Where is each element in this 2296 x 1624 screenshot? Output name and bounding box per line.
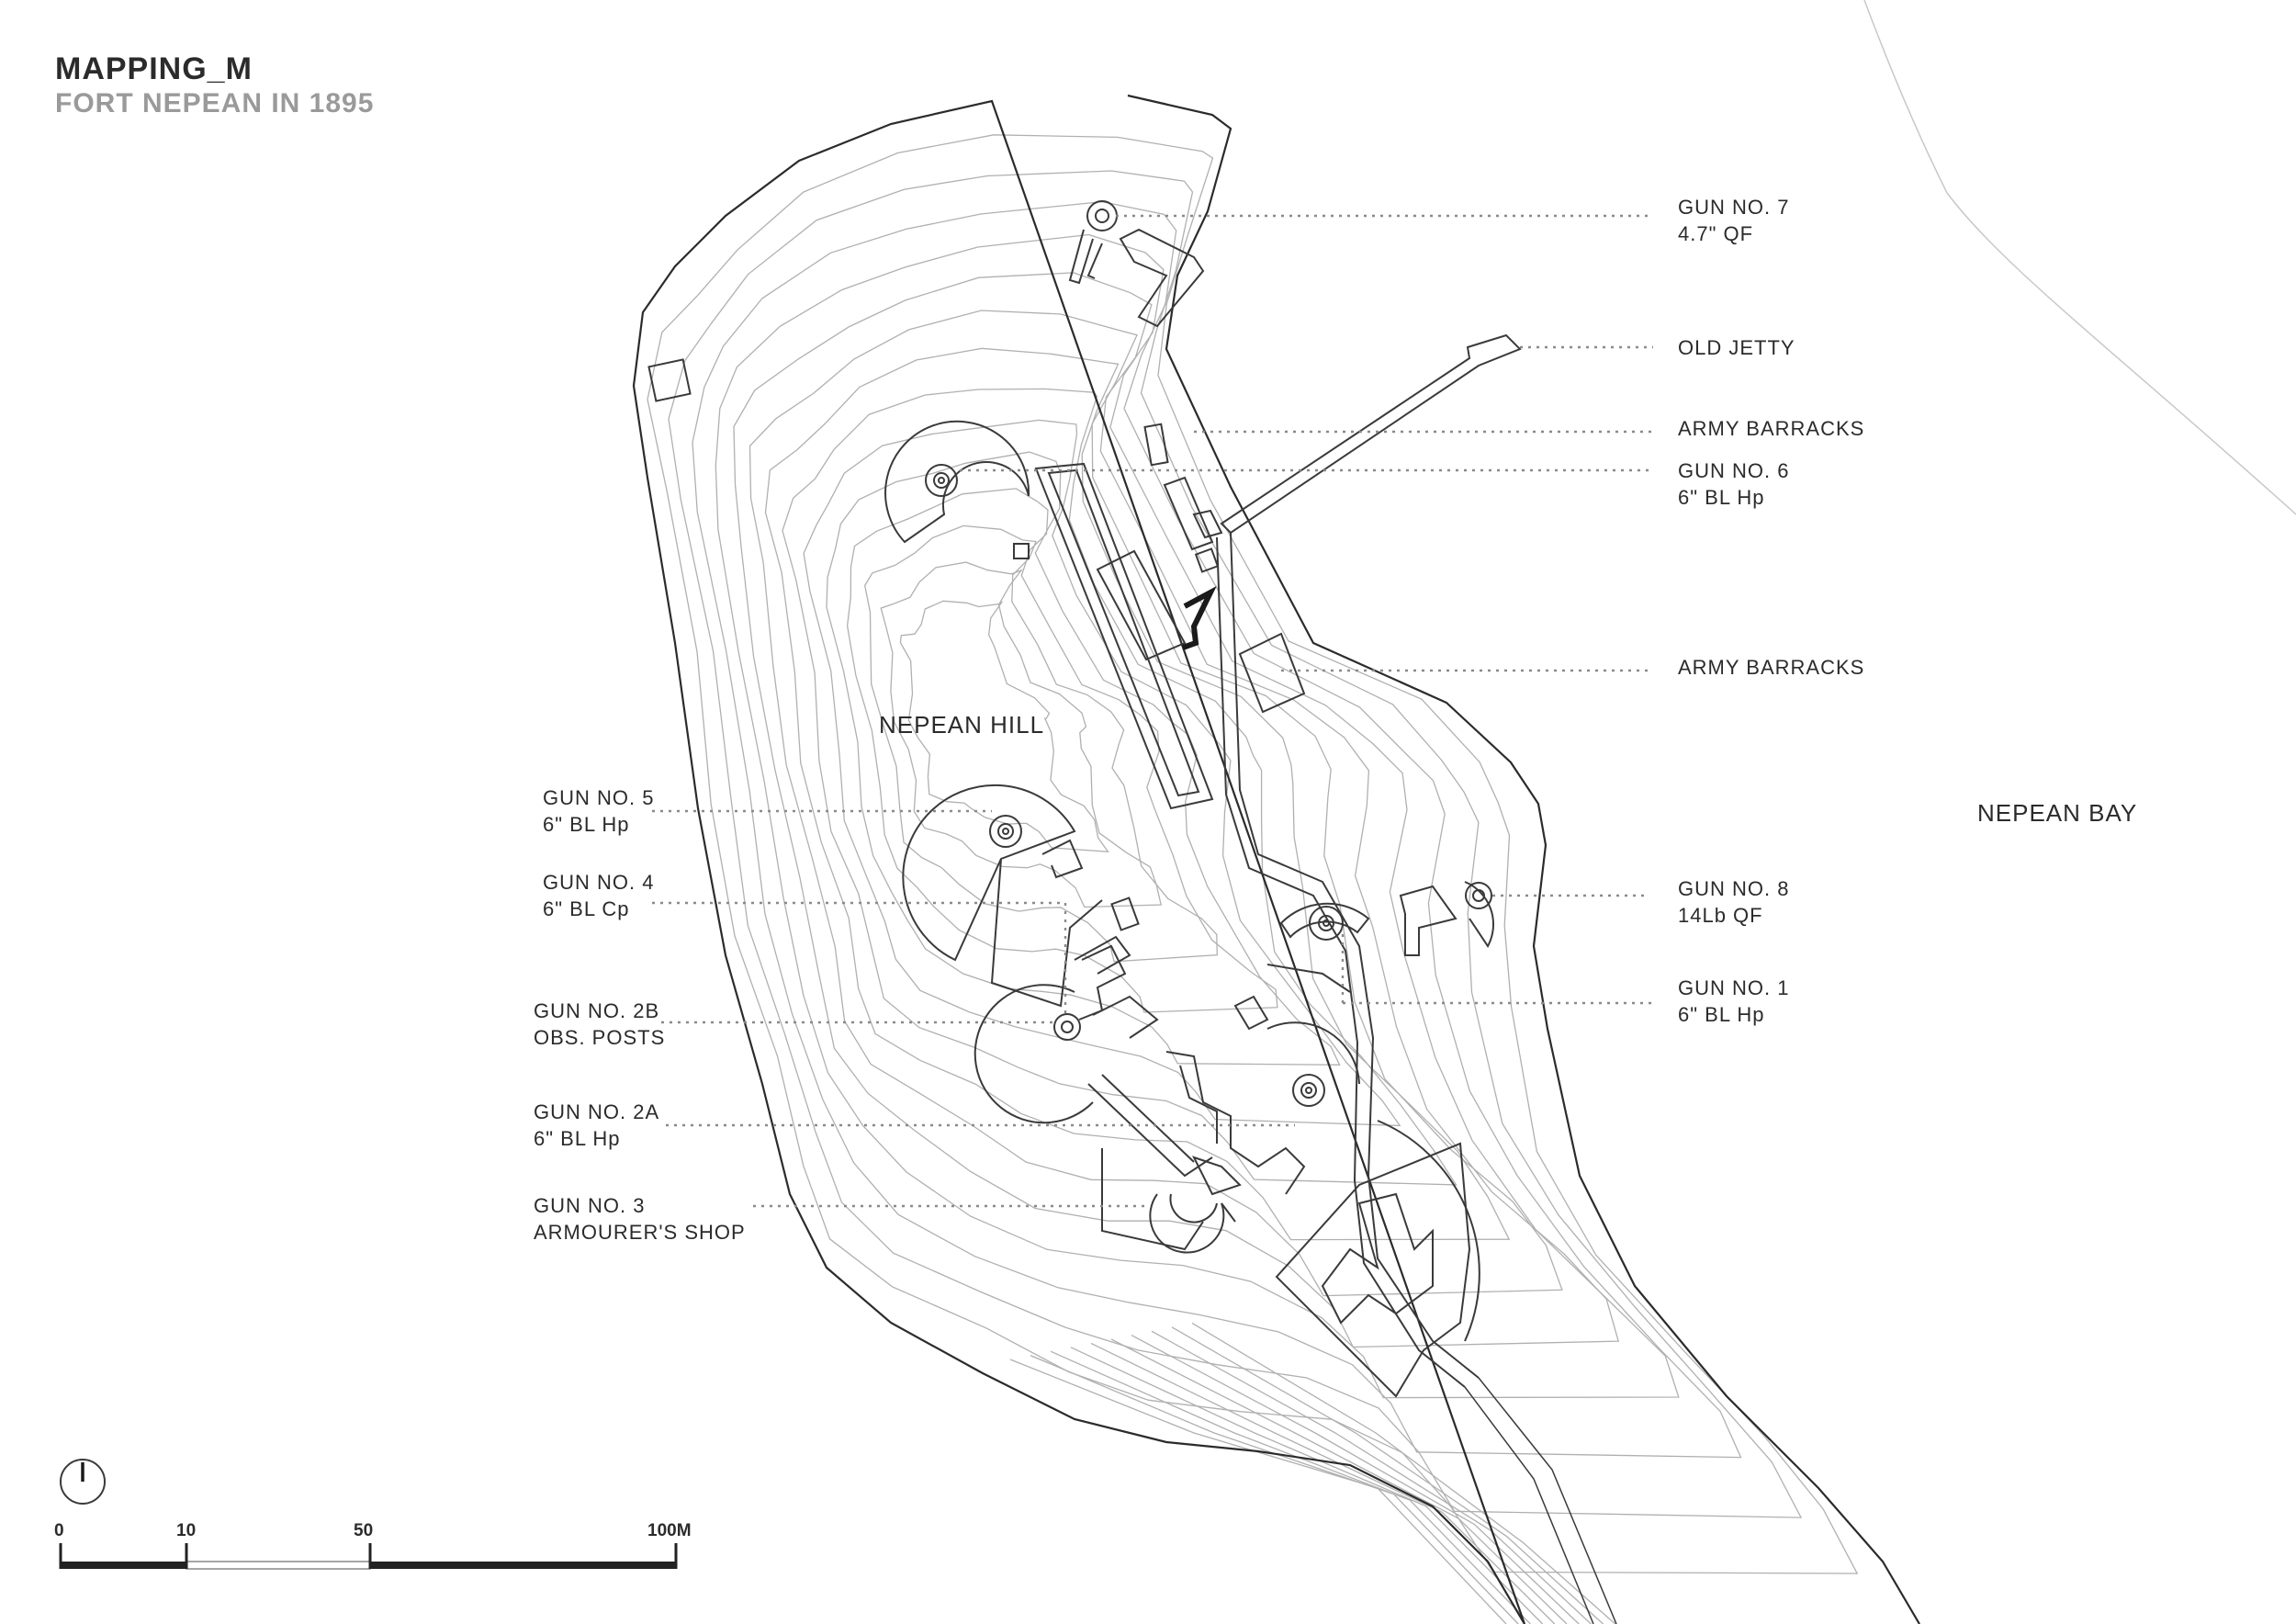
label-army-barracks-1-name: ARMY BARRACKS [1678, 417, 1865, 440]
label-army-barracks-2: ARMY BARRACKS [1678, 654, 1864, 681]
label-gun-5-name: GUN NO. 5 [543, 786, 655, 809]
label-gun-5: GUN NO. 5 6" BL Hp [543, 784, 654, 838]
label-gun-1-name: GUN NO. 1 [1678, 976, 1790, 999]
contour-line [1131, 1335, 1580, 1624]
label-old-jetty: OLD JETTY [1678, 334, 1795, 361]
label-gun-7-type: 4.7" QF [1678, 222, 1754, 245]
contour-line [846, 488, 1278, 1013]
contour-line [899, 600, 1109, 853]
label-gun-6-type: 6" BL Hp [1678, 486, 1765, 509]
contour-lines [647, 134, 1859, 1624]
place-nepean-hill: NEPEAN HILL [879, 711, 1045, 739]
label-gun-1-type: 6" BL Hp [1678, 1003, 1765, 1026]
label-gun-2b: GUN NO. 2B OBS. POSTS [534, 998, 665, 1051]
label-gun-2a-type: 6" BL Hp [534, 1127, 621, 1150]
label-gun-8: GUN NO. 8 14Lb QF [1678, 875, 1789, 929]
contour-line [764, 347, 1511, 1241]
map-subtitle: FORT NEPEAN IN 1895 [55, 88, 375, 118]
label-army-barracks-2-name: ARMY BARRACKS [1678, 656, 1865, 679]
contour-line [782, 388, 1458, 1186]
label-gun-7-name: GUN NO. 7 [1678, 196, 1790, 219]
far-coastline [1863, 0, 2296, 515]
scale-tick-10: 10 [176, 1521, 197, 1540]
island-outline [632, 94, 1920, 1624]
fort-structures [647, 200, 1617, 1624]
contour-line [1191, 1322, 1616, 1624]
contour-line [1070, 1347, 1544, 1624]
map-title: MAPPING_M [55, 51, 253, 86]
contour-line [1030, 1355, 1519, 1624]
contour-line [1110, 1338, 1568, 1624]
label-gun-8-type: 14Lb QF [1678, 904, 1763, 927]
contour-line [1151, 1330, 1592, 1624]
contour-line [748, 310, 1563, 1297]
label-gun-7: GUN NO. 7 4.7" QF [1678, 194, 1789, 247]
contour-line [692, 200, 1742, 1459]
label-gun-4-name: GUN NO. 4 [543, 871, 655, 894]
label-gun-6: GUN NO. 6 6" BL Hp [1678, 457, 1789, 511]
contour-line [733, 272, 1620, 1348]
contour-line [647, 134, 1859, 1574]
label-gun-2a-name: GUN NO. 2A [534, 1100, 660, 1123]
contour-line [1009, 1359, 1507, 1624]
label-gun-4-type: 6" BL Cp [543, 897, 630, 920]
contour-line [668, 170, 1803, 1518]
label-gun-2b-name: GUN NO. 2B [534, 999, 660, 1022]
label-gun-3-type: ARMOURER'S SHOP [534, 1221, 746, 1244]
label-old-jetty-name: OLD JETTY [1678, 336, 1795, 359]
label-gun-5-type: 6" BL Hp [543, 813, 630, 836]
label-gun-4: GUN NO. 4 6" BL Cp [543, 869, 654, 922]
label-gun-8-name: GUN NO. 8 [1678, 877, 1790, 900]
label-army-barracks-1: ARMY BARRACKS [1678, 415, 1864, 442]
contour-line [1171, 1326, 1604, 1624]
contour-line [1090, 1342, 1556, 1624]
label-gun-2a: GUN NO. 2A 6" BL Hp [534, 1099, 659, 1152]
scale-tick-0: 0 [54, 1521, 64, 1540]
label-gun-3-name: GUN NO. 3 [534, 1194, 646, 1217]
contour-line [880, 561, 1163, 908]
north-arrow-icon [60, 1459, 106, 1505]
contour-line [864, 524, 1218, 963]
contour-line [1050, 1350, 1531, 1624]
label-gun-6-name: GUN NO. 6 [1678, 459, 1790, 482]
contour-line [803, 419, 1401, 1127]
contour-line [826, 451, 1341, 1066]
scale-tick-100m: 100M [647, 1521, 692, 1540]
contour-line [715, 233, 1680, 1399]
leader-lines [652, 214, 1653, 1208]
scale-tick-50: 50 [354, 1521, 374, 1540]
label-gun-1: GUN NO. 1 6" BL Hp [1678, 975, 1789, 1028]
scale-bar [59, 1543, 678, 1570]
label-gun-3: GUN NO. 3 ARMOURER'S SHOP [534, 1192, 746, 1246]
label-gun-2b-type: OBS. POSTS [534, 1026, 666, 1049]
place-nepean-bay: NEPEAN BAY [1977, 799, 2138, 827]
